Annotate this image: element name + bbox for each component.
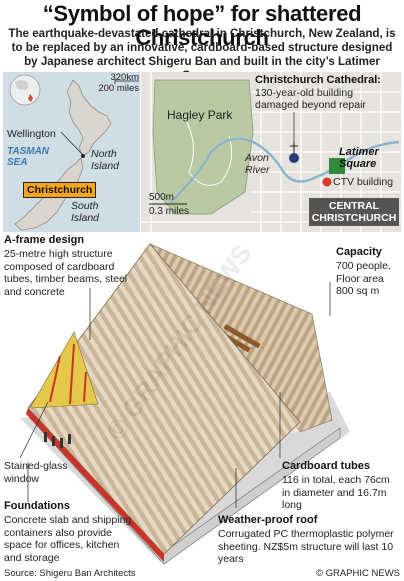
globe-land	[15, 80, 29, 90]
copyright-credit: © GRAPHIC NEWS	[315, 568, 400, 579]
tubes-heading: Cardboard tubes	[282, 460, 371, 472]
tubes-text: 116 in total, each 76cm in diameter and …	[282, 474, 390, 511]
foundations-heading: Foundations	[4, 500, 70, 512]
cathedral-text: 130-year-old building damaged beyond rep…	[255, 87, 366, 111]
south-island-label: South Island	[71, 200, 100, 224]
globe-nz-marker	[28, 94, 33, 102]
cathedral-marker	[289, 153, 299, 163]
hagley-park-area	[152, 79, 254, 215]
tasman-sea-label: TASMAN SEA	[7, 146, 50, 168]
globe-icon	[9, 74, 41, 106]
wellington-label: Wellington	[7, 128, 56, 140]
nz-locator-map: 320km 200 miles Wellington TASMAN SEA No…	[3, 72, 140, 232]
christchurch-label: Christchurch	[23, 182, 97, 198]
city-map: Christchurch Cathedral: 130-year-old bui…	[141, 72, 401, 232]
latimer-square-label: Latimer Square	[339, 146, 379, 170]
nz-scale-miles: 200 miles	[98, 83, 139, 94]
stained-glass-window	[29, 331, 99, 409]
cathedral-drawing: © GRAPHIC NEWS	[19, 239, 350, 565]
cathedral-heading: Christchurch Cathedral:	[255, 74, 381, 86]
avon-river-line	[170, 137, 400, 203]
callout-leaders	[19, 282, 331, 508]
people-silhouettes	[44, 432, 71, 448]
stained-glass-label: Stained-glass window	[4, 460, 68, 485]
city-map-graphic	[141, 72, 401, 232]
foundations-text: Concrete slab and shipping containers al…	[4, 514, 132, 564]
capacity-text: 700 people. Floor area 800 sq m	[336, 260, 391, 297]
city-scale-m: 500m	[149, 192, 175, 203]
wellington-dot	[81, 154, 85, 158]
latimer-square-area	[329, 158, 345, 174]
avon-river-label: Avon River	[245, 152, 270, 176]
roof-heading: Weather-proof roof	[218, 514, 318, 526]
ctv-building-label: CTV building	[333, 176, 394, 188]
north-island-shape	[66, 79, 112, 157]
ctv-building-marker	[322, 177, 332, 187]
stained-glass-panes	[49, 343, 87, 405]
cathedral-illustration: © GRAPHIC NEWS A-frame design 25-metre h…	[0, 232, 404, 570]
central-christchurch-label: CENTRAL CHRISTCHURCH	[309, 198, 399, 226]
nz-map-graphic	[3, 72, 140, 232]
page-title: “Symbol of hope” for shattered Christchu…	[42, 1, 362, 50]
roof-text: Corrugated PC thermoplastic polymer shee…	[218, 528, 394, 565]
nz-scale-km: 320km	[110, 72, 139, 83]
capacity-heading: Capacity	[336, 246, 382, 258]
wellington-leader	[60, 131, 84, 156]
north-island-label: North Island	[91, 148, 120, 172]
source-credit: Source: Shigeru Ban Architects	[4, 568, 136, 579]
hagley-park-label: Hagley Park	[167, 108, 233, 122]
park-paths	[180, 111, 233, 186]
city-scale-miles: 0.3 miles	[149, 206, 190, 217]
aframe-heading: A-frame design	[4, 234, 85, 246]
aframe-text: 25-metre high structure composed of card…	[4, 248, 128, 298]
